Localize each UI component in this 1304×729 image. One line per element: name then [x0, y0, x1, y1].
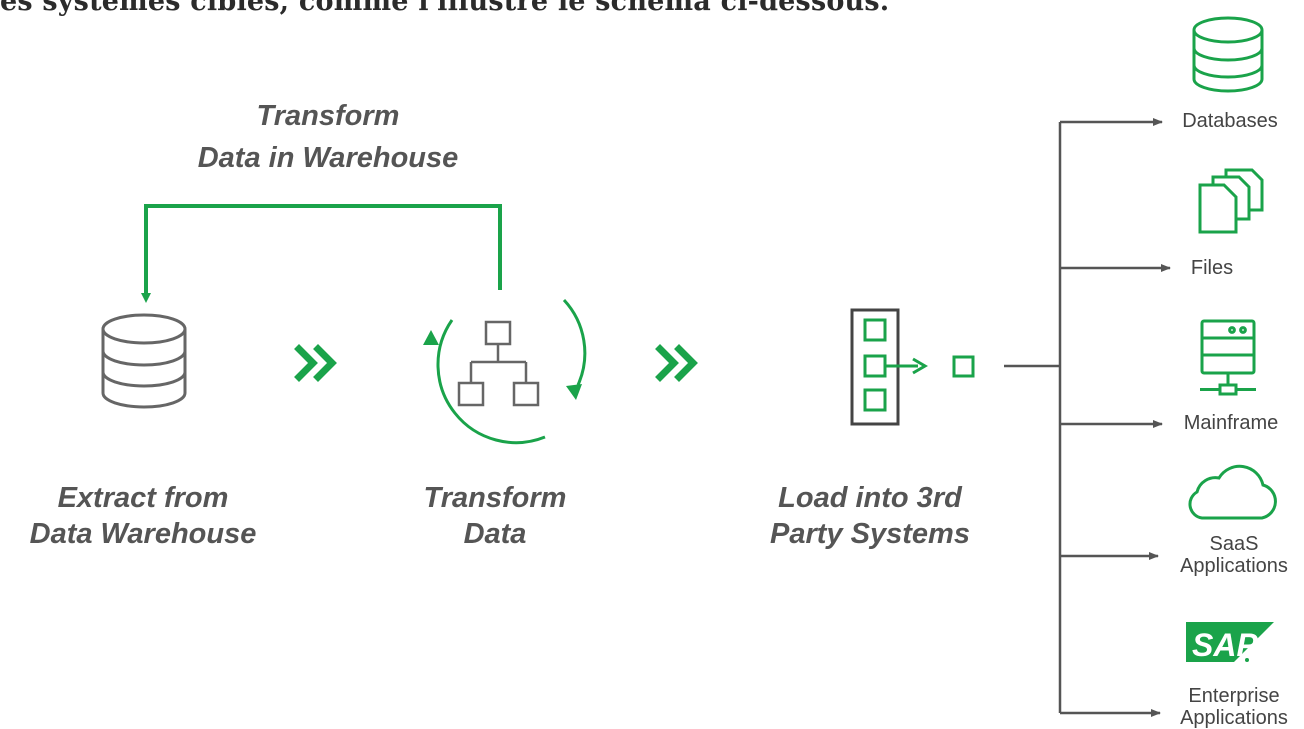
target-label-line: Applications: [1180, 555, 1288, 577]
target-label-files: Files: [1172, 257, 1252, 279]
caption-line: es systèmes cibles, comme l'illustre le …: [0, 0, 890, 17]
target-label-mainframe: Mainframe: [1166, 412, 1296, 434]
server-icon: [1200, 319, 1256, 396]
files-icon: [1198, 168, 1264, 234]
loop-label-line2: Data in Warehouse: [198, 142, 459, 174]
database-icon: [1192, 16, 1264, 93]
stage-label-line: Extract from: [57, 482, 229, 514]
stage-label-line: Data Warehouse: [29, 518, 257, 550]
chevron-double-icon: [655, 344, 698, 382]
target-label-line: Files: [1190, 257, 1234, 279]
target-label-line: Mainframe: [1183, 412, 1279, 434]
target-label-enterprise: Enterprise Applications: [1166, 685, 1302, 729]
distribution-connectors: [1004, 118, 1171, 717]
chevron-double-icon: [294, 344, 337, 382]
load-columns-icon: [850, 308, 975, 426]
target-label-line: Databases: [1182, 110, 1278, 132]
stage-label-transform: Transform Data: [405, 480, 585, 552]
stage-label-line: Party Systems: [770, 518, 970, 550]
stage-label-line: Load into 3rd: [778, 482, 962, 514]
target-label-saas: SaaS Applications: [1166, 533, 1302, 577]
sap-logo-text: SAP: [1192, 627, 1258, 663]
stage-label-line: Data: [463, 518, 527, 550]
stage-label-load: Load into 3rd Party Systems: [752, 480, 988, 552]
target-label-line: SaaS: [1209, 533, 1259, 555]
target-label-databases: Databases: [1168, 110, 1292, 132]
stage-label-extract: Extract from Data Warehouse: [10, 480, 276, 552]
cloud-icon: [1188, 464, 1277, 520]
loop-arrow: [141, 204, 502, 303]
sap-logo: SAP: [1186, 622, 1274, 663]
hierarchy-cycle-icon: [423, 298, 587, 445]
target-label-line: Enterprise: [1188, 685, 1280, 707]
stage-label-line: Transform: [423, 482, 567, 514]
loop-label-line1: Transform: [257, 100, 400, 132]
database-icon: [101, 313, 187, 409]
target-label-line: Applications: [1180, 707, 1288, 729]
